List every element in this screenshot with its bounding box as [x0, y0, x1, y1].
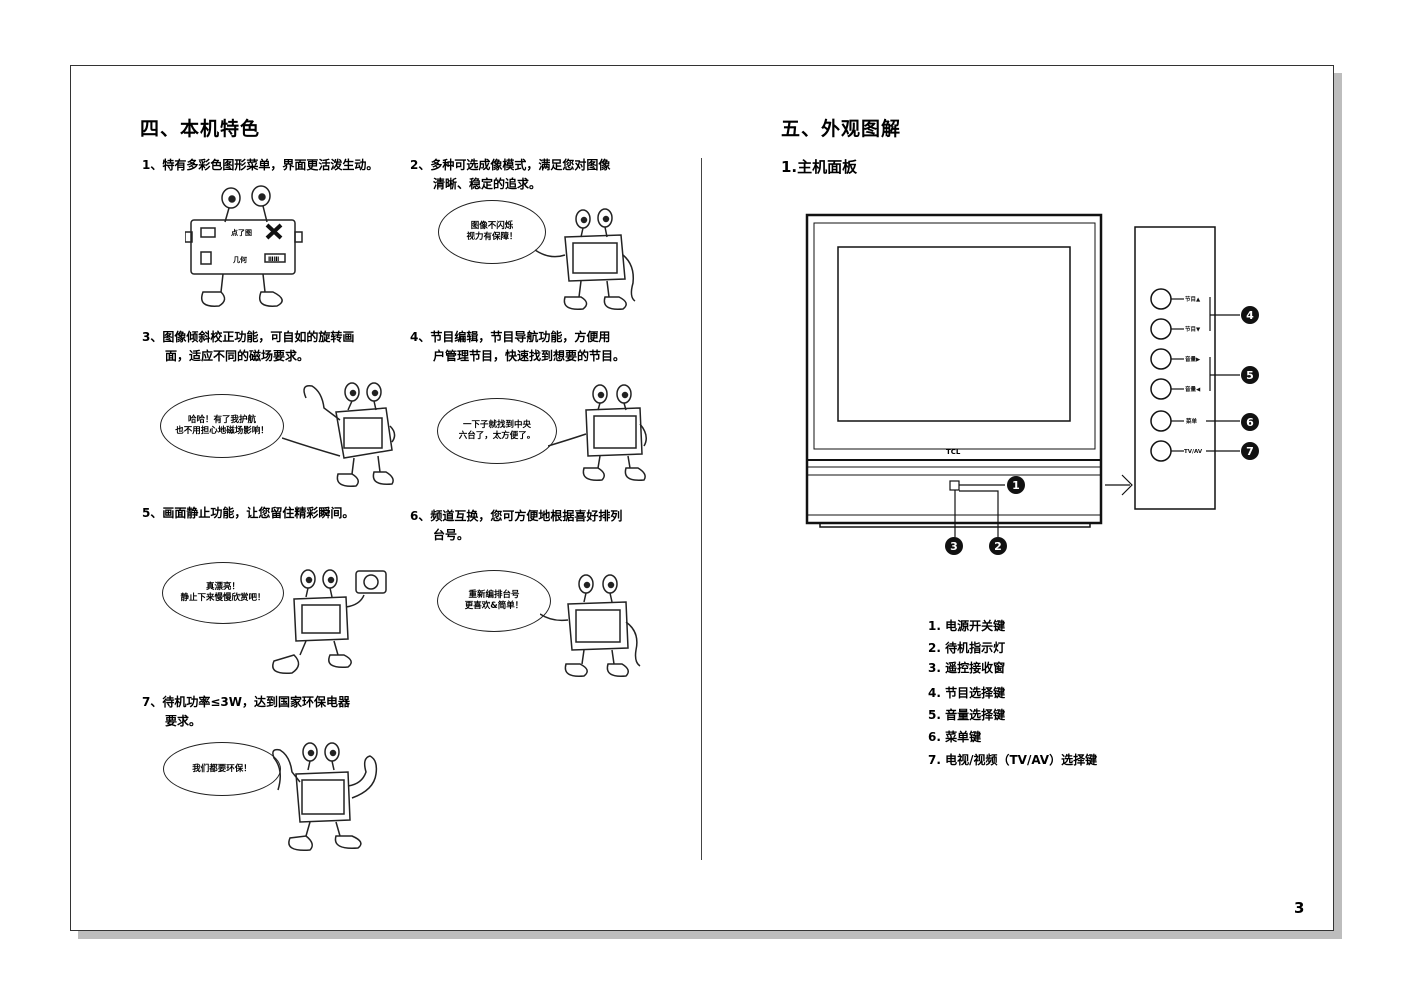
legend-item-7: 7. 电视/视频（TV/AV）选择键 [928, 753, 1098, 767]
legend-item-2: 2. 待机指示灯 [928, 641, 1006, 655]
legend-item-6: 6. 菜单键 [928, 730, 982, 744]
section-heading-appearance: 五、外观图解 [781, 118, 902, 140]
callout-3: 3 [950, 540, 958, 553]
page [70, 65, 1334, 931]
panel-label-program-up: 节目▲ [1185, 295, 1201, 303]
callout-7: 7 [1246, 445, 1254, 458]
bubble-3-line2: 也不用担心地磁场影响！ [175, 426, 269, 436]
feature-3-line1: 3、图像倾斜校正功能，可自如的旋转画 [142, 330, 355, 344]
legend-item-1: 1. 电源开关键 [928, 619, 1006, 633]
feature-1: 1、特有多彩色图形菜单，界面更活泼生动。 [142, 156, 378, 175]
panel-label-program-down: 节目▼ [1185, 325, 1201, 333]
feature-6: 6、频道互换，您可方便地根据喜好排列 台号。 [410, 507, 670, 545]
cartoon-tv-character-6 [540, 574, 641, 677]
panel-label-menu: 菜单 [1185, 417, 1198, 425]
speech-bubble-6: 重新编排台号更喜欢&简单！ [437, 570, 551, 632]
callout-1: 1 [1012, 479, 1020, 492]
speech-bubble-4: 一下子就找到中央六台了，太方便了。 [437, 398, 557, 464]
feature-2-line1: 2、多种可选成像模式，满足您对图像 [410, 158, 611, 172]
menu-card-title: 点了图 [231, 228, 252, 237]
bubble-6-line1: 重新编排台号 [468, 590, 520, 600]
tv-panel-diagram: TCL 节目▲ 节目▼ 音量▶ 音量◀ 菜单 TV/AV [805, 213, 1259, 555]
legend-item-4: 4. 节目选择键 [928, 686, 1006, 700]
feature-7-line2: 要求。 [165, 714, 202, 728]
button-menu [1150, 410, 1172, 432]
feature-2-line2: 清晰、稳定的追求。 [433, 177, 542, 191]
cartoon-tv-character-5 [272, 569, 387, 674]
callout-2: 2 [994, 540, 1002, 553]
feature-1-text: 1、特有多彩色图形菜单，界面更活泼生动。 [142, 158, 379, 172]
feature-6-line1: 6、频道互换，您可方便地根据喜好排列 [410, 509, 623, 523]
feature-5-text: 5、画面静止功能，让您留住精彩瞬间。 [142, 506, 355, 520]
button-program-up [1150, 288, 1172, 310]
column-divider [701, 158, 702, 860]
bubble-5-line2: 静止下来慢慢欣赏吧！ [180, 593, 266, 603]
feature-6-line2: 台号。 [433, 528, 470, 542]
cartoon-menu-card: 点了图 几何 ⅢⅢ [185, 185, 303, 307]
cartoon-tv-character-2 [535, 208, 636, 310]
section-heading-features: 四、本机特色 [140, 118, 261, 140]
page-number: 3 [1294, 899, 1305, 917]
button-volume-up [1150, 348, 1172, 370]
legend-item-3: 3. 遥控接收窗 [928, 661, 1006, 675]
speech-bubble-3: 哈哈！有了我护航也不用担心地磁场影响！ [160, 394, 284, 458]
callout-5: 5 [1246, 369, 1254, 382]
feature-5: 5、画面静止功能，让您留住精彩瞬间。 [142, 504, 354, 523]
button-program-down [1150, 318, 1172, 340]
subheading-main-panel: 1.主机面板 [781, 158, 858, 176]
tv-brand-logo: TCL [946, 448, 961, 456]
panel-label-volume-up: 音量▶ [1185, 355, 1201, 363]
bubble-7-line1: 我们都要环保！ [192, 763, 252, 774]
bubble-4-line2: 六台了，太方便了。 [458, 431, 536, 441]
button-volume-down [1150, 378, 1172, 400]
speech-bubble-7: 我们都要环保！ [163, 742, 281, 796]
menu-card-label-1: 几何 [233, 255, 247, 264]
panel-label-tv-av: TV/AV [1184, 449, 1203, 455]
feature-7: 7、待机功率≤3W，达到国家环保电器 要求。 [142, 693, 402, 731]
feature-2: 2、多种可选成像模式，满足您对图像 清晰、稳定的追求。 [410, 156, 660, 194]
feature-3-line2: 面，适应不同的磁场要求。 [165, 349, 310, 363]
callout-4: 4 [1246, 309, 1254, 322]
bubble-2-line1: 图像不闪烁 [470, 221, 514, 231]
feature-4-line2: 户管理节目，快速找到想要的节目。 [433, 349, 626, 363]
button-tv-av [1150, 440, 1172, 462]
panel-label-volume-down: 音量◀ [1185, 385, 1201, 393]
feature-7-line1: 7、待机功率≤3W，达到国家环保电器 [142, 695, 350, 709]
cartoon-tv-character-4 [548, 384, 647, 481]
bubble-4-line1: 一下子就找到中央 [462, 420, 531, 430]
cartoon-tv-character-7 [272, 742, 378, 851]
bubble-2-line2: 视力有保障！ [466, 232, 518, 242]
bubble-6-line2: 更喜欢&简单！ [464, 601, 524, 611]
feature-4-line1: 4、节目编辑，节目导航功能，方便用 [410, 330, 611, 344]
speech-bubble-5: 真漂亮！静止下来慢慢欣赏吧！ [162, 562, 284, 624]
feature-4: 4、节目编辑，节目导航功能，方便用 户管理节目，快速找到想要的节目。 [410, 328, 670, 366]
callout-6: 6 [1246, 416, 1254, 429]
feature-3: 3、图像倾斜校正功能，可自如的旋转画 面，适应不同的磁场要求。 [142, 328, 402, 366]
legend-item-5: 5. 音量选择键 [928, 708, 1006, 722]
menu-card-label-2: ⅢⅢ [268, 256, 280, 263]
speech-bubble-2: 图像不闪烁视力有保障！ [438, 200, 546, 264]
bubble-3-line1: 哈哈！有了我护航 [187, 415, 256, 425]
cartoon-tv-character-3 [282, 382, 396, 487]
bubble-5-line1: 真漂亮！ [205, 582, 240, 592]
